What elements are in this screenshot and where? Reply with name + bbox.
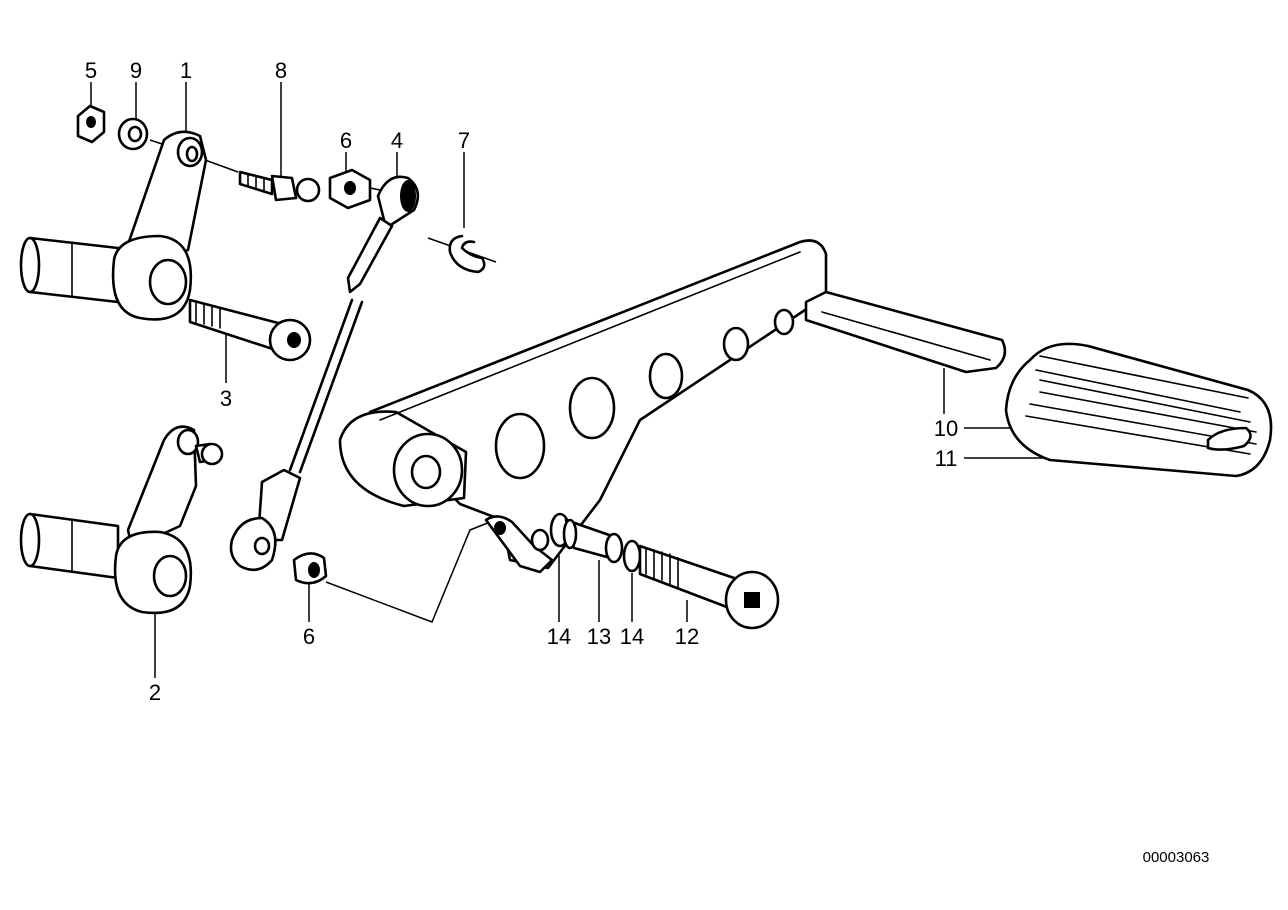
callout-12: 12 (675, 624, 699, 649)
lower-shift-lever (19, 425, 224, 615)
callout-3: 3 (220, 386, 232, 411)
callout-9: 9 (130, 58, 142, 83)
upper-shift-lever (19, 130, 208, 321)
nut-6-upper (328, 168, 372, 210)
callout-11: 11 (935, 446, 958, 471)
nut-6-lower (292, 552, 328, 585)
washer-9 (117, 117, 149, 151)
callout-5: 5 (85, 58, 97, 83)
callout-6-upper: 6 (340, 128, 352, 153)
callout-1: 1 (180, 58, 192, 83)
callouts: 5 9 1 8 6 4 7 3 2 6 14 13 14 12 10 11 (85, 58, 958, 705)
screw-3 (188, 298, 312, 362)
shift-rod-4 (229, 175, 420, 572)
pedal-bar-10 (804, 290, 1007, 374)
callout-14-left: 14 (547, 624, 571, 649)
pedal-arm (338, 239, 828, 574)
ball-stud-8 (238, 170, 321, 203)
document-number: 00003063 (1143, 849, 1210, 866)
bushing-13 (562, 518, 624, 564)
callout-8: 8 (275, 58, 287, 83)
pedal-rubber-11 (1004, 342, 1273, 478)
washer-14-right (622, 539, 642, 573)
nut-5 (76, 104, 106, 144)
callout-14-right: 14 (620, 624, 644, 649)
callout-7: 7 (458, 128, 470, 153)
callout-13: 13 (587, 624, 611, 649)
bolt-12 (638, 544, 780, 630)
callout-6-lower: 6 (303, 624, 315, 649)
callout-4: 4 (391, 128, 403, 153)
circlip-7 (448, 234, 486, 274)
callout-2: 2 (149, 680, 161, 705)
callout-10: 10 (934, 416, 958, 441)
